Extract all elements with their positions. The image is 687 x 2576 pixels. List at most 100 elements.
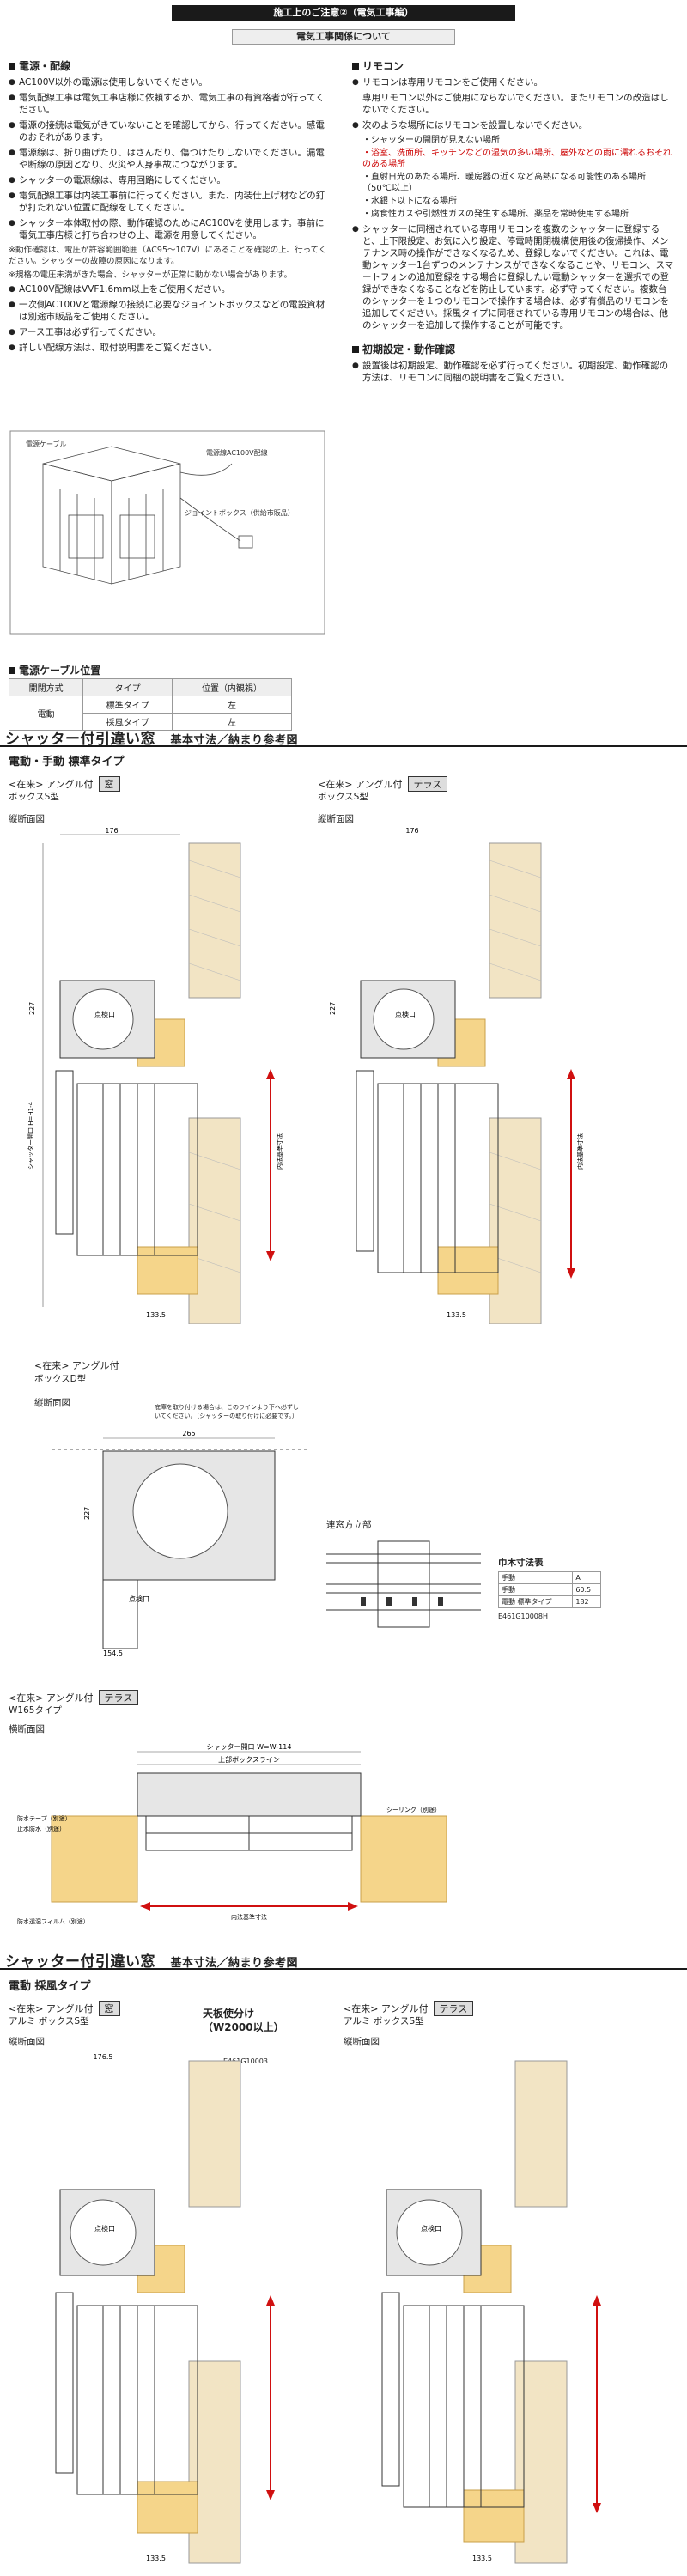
dim-133-5: 133.5 <box>447 1311 466 1319</box>
seal-label: シーリング（別途） <box>386 1806 441 1814</box>
s2-fig-a-section-drawing: 点検口 176.5 133.5 <box>9 2052 335 2567</box>
section1-title: シャッター付引違い窓 基本寸法／納まり参考図 <box>5 731 299 748</box>
fig-a-section-drawing: 176 227 点検口 シャッター開口 H=H1-4 内法基準寸法 133.5 <box>9 826 318 1325</box>
label-joint-box: ジョイントボックス（供給市販品） <box>185 508 295 517</box>
wiring-item: 電源線は、折り曲げたり、はさんだり、傷つけたりしないでください。漏電や断線の原因… <box>9 147 331 171</box>
dim-133-5: 133.5 <box>146 2555 166 2562</box>
fig-b-section-drawing: 点検口 227 176 内法基準寸法 133.5 <box>318 826 678 1325</box>
remote-sub: ・腐食性ガスや引燃性ガスの発生する場所、薬品を常時使用する場所 <box>362 210 629 219</box>
fig-c-box: ボックスD型 <box>34 1374 87 1384</box>
table-cell: 電動 <box>8 696 84 731</box>
table-header: タイプ <box>82 678 173 696</box>
label-cable: 電源ケーブル <box>26 440 67 448</box>
s2-fig-a-view: 縦断面図 <box>9 2037 45 2047</box>
square-bullet-icon <box>352 345 359 353</box>
remote-item: 次のような場所にはリモコンを設置しないでください。 <box>352 119 674 131</box>
inspection-label: 点検口 <box>94 2224 115 2233</box>
wiring-item: 電気配線工事は内装工事前に行ってください。また、内装仕上げ材などの釘が打たれない… <box>9 190 331 214</box>
wiring-item: AC100V以外の電源は使用しないでください。 <box>9 76 331 88</box>
fig-a-box: ボックスS型 <box>9 792 59 802</box>
fig-d-view: 横断面図 <box>9 1724 45 1735</box>
dim-176: 176 <box>105 827 118 835</box>
remote-column: リモコン リモコンは専用リモコンをご使用ください。 専用リモコン以外はご使用にな… <box>352 57 674 387</box>
fig-a-tag: 窓 <box>98 776 120 792</box>
cable-table-title: 電源ケーブル位置 <box>9 663 100 677</box>
fig-b-label: <在来> アングル付テラス <box>318 776 448 792</box>
dim-227: 227 <box>329 1002 337 1015</box>
inner-height-label: 内法基準寸法 <box>276 1133 283 1170</box>
remote-sub-warning: ・浴室、洗面所、キッチンなどの湿気の多い場所、屋外などの雨に濡れるおそれのある場… <box>362 149 672 169</box>
fig-b-tag: テラス <box>407 776 448 792</box>
fig-d-plan-drawing: シャッター開口 W=W-114 上部ボックスライン 防水テープ（別途） 止水防水… <box>17 1735 670 1932</box>
dim-227: 227 <box>28 1002 36 1015</box>
dim-176: 176 <box>405 827 418 835</box>
table-cell: 標準タイプ <box>82 696 173 714</box>
table-cell: 左 <box>172 713 292 731</box>
shutter-width-label: シャッター開口 W=W-114 <box>207 1743 292 1751</box>
s2-fig-b-box: アルミ ボックスS型 <box>344 2016 424 2026</box>
table-row: 電動 標準タイプ 左 <box>8 696 292 731</box>
table-header: 位置（内観視） <box>172 678 292 696</box>
remote-item: シャッターに同梱されている専用リモコンを複数のシャッターに登録すると、上下限設定… <box>352 223 674 331</box>
fig-b-view: 縦断面図 <box>318 814 354 824</box>
s2-fig-a-box: アルミ ボックスS型 <box>9 2016 89 2026</box>
fig-a-view: 縦断面図 <box>9 814 45 824</box>
wiring-diagram: 電源ケーブル 電源線AC100V配線 ジョイントボックス（供給市販品） <box>9 429 326 635</box>
box-line-label: 上部ボックスライン <box>218 1755 280 1764</box>
wiring-item: AC100V配線はVVF1.6mm以上をご使用ください。 <box>9 283 331 295</box>
inspection-label: 点検口 <box>395 1010 416 1018</box>
section1-rule <box>0 745 687 747</box>
s2-code: E461G10003 <box>223 2057 268 2065</box>
section2-title: シャッター付引違い窓 基本寸法／納まり参考図 <box>5 1953 299 1971</box>
wiring-item: 一次側AC100Vと電源線の接続に必要なジョイントボックスなどの電設資材は別途市… <box>9 299 331 323</box>
ceiling-note: 天板使分け <box>203 2008 255 2020</box>
fig-a-label: <在来> アングル付窓 <box>9 776 120 792</box>
section1-subtitle: 電動・手動 標準タイプ <box>9 756 125 769</box>
inspection-label: 点検口 <box>421 2224 441 2233</box>
init-item: 設置後は初期設定、動作確認を必ず行ってください。初期設定、動作確認の方法は、リモ… <box>352 360 674 384</box>
cable-position-table: 開閉方式 タイプ 位置（内観視） 電動 標準タイプ 左 採風タイプ 左 <box>8 678 292 731</box>
section2-subtitle: 電動 採風タイプ <box>9 1980 91 1993</box>
s2-fig-a-label: <在来> アングル付窓 <box>9 2001 120 2016</box>
table-row: 採風タイプ 左 <box>9 713 292 731</box>
square-bullet-icon <box>352 62 359 70</box>
wiring-item: 電気配線工事は電気工事店様に依頼するか、電気工事の有資格者が行ってください。 <box>9 92 331 116</box>
section-banner: 電気工事関係について <box>232 29 455 45</box>
shutter-height-label: シャッター開口 H=H1-4 <box>27 1101 34 1170</box>
label-ac-line: 電源線AC100V配線 <box>206 448 268 457</box>
wiring-item: 詳しい配線方法は、取付説明書をご覧ください。 <box>9 342 331 354</box>
remote-sub: ・直射日光のあたる場所、暖房器の近くなど高熱になる可能性のある場所（50℃以上） <box>362 173 646 193</box>
wiring-item: シャッター本体取付の際、動作確認のためにAC100Vを使用します。事前に電気工事… <box>9 217 331 241</box>
dim-176-5: 176.5 <box>94 2053 113 2061</box>
ceiling-note-2: （W2000以上） <box>203 2021 284 2033</box>
power-wiring-column: 電源・配線 AC100V以外の電源は使用しないでください。 電気配線工事は電気工… <box>9 57 331 357</box>
remote-sub: ・水銀下以下になる場所 <box>362 197 457 206</box>
joint-view-label: 連窓方立部 <box>326 1520 372 1530</box>
dim-133-5: 133.5 <box>472 2555 492 2562</box>
s2-fig-b-section-drawing: 点検口 133.5 <box>344 2052 678 2567</box>
dim-code: E461G10008H <box>498 1613 548 1620</box>
dim-table-title: 巾木寸法表 <box>498 1558 544 1568</box>
s2-fig-b-label: <在来> アングル付テラス <box>344 2001 474 2016</box>
inspection-label: 点検口 <box>94 1010 115 1018</box>
fig-d-tag: テラス <box>98 1690 139 1705</box>
square-bullet-icon <box>9 666 15 674</box>
wiring-item: 電源の接続は電気がきていないことを確認してから、行ってください。感電のおそれがあ… <box>9 119 331 143</box>
fig-c-view: 縦断面図 <box>34 1398 70 1408</box>
page-banner: 施工上のご注意②（電気工事編） <box>172 5 515 21</box>
s2-fig-a-tag: 窓 <box>98 2001 120 2016</box>
waterproof-tape-label: 防水テープ（別途） <box>17 1814 71 1822</box>
waterproof-film-label: 防水透湿フィルム（別途） <box>17 1917 89 1925</box>
wiring-item: アース工事は必ず行ってください。 <box>9 326 331 338</box>
fig-d-box: W165タイプ <box>9 1705 62 1716</box>
anti-slip-label: 止水防水（別途） <box>17 1825 65 1832</box>
table-cell: 左 <box>172 696 292 714</box>
s2-fig-b-view: 縦断面図 <box>344 2037 380 2047</box>
wiring-note: ※動作確認は、電圧が許容範囲範囲（AC95～107V）にあることを確認の上、行っ… <box>9 246 327 266</box>
remote-sub: ・シャッターの開閉が見えない場所 <box>362 136 500 145</box>
fig-c-note: 底庫を取り付ける場合は、このラインより下へ必ずしいてください。（シャッターの取り… <box>155 1404 299 1419</box>
